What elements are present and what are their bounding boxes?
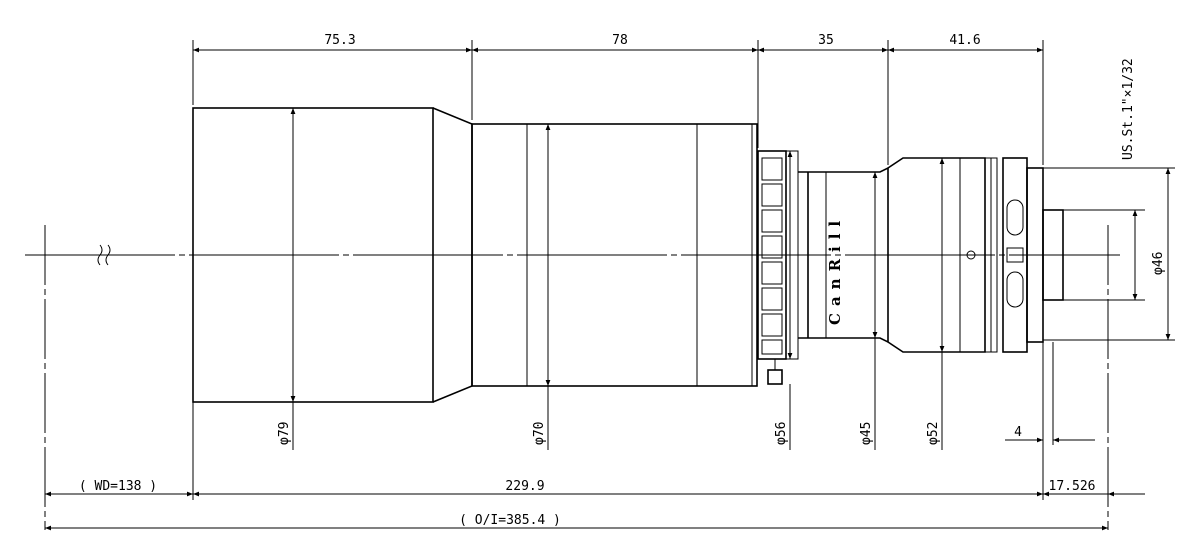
dim-adapter-length: 35 (818, 33, 834, 48)
dim-phi79: φ79 (277, 422, 292, 445)
dim-oi: ( O/I=385.4 ) (459, 513, 561, 528)
dim-back-focus: 17.526 (1049, 479, 1096, 494)
dim-phi70: φ70 (532, 422, 547, 445)
mount-thread (1042, 209, 1064, 301)
dim-wd: ( WD=138 ) (79, 479, 157, 494)
dim-barrel-length: 78 (612, 33, 628, 48)
dim-front-length: 75.3 (324, 33, 355, 48)
mid-barrel (471, 123, 758, 387)
dim-phi56: φ56 (774, 422, 789, 445)
brand-label: CanRill (826, 214, 844, 325)
dim-phi45: φ45 (859, 422, 874, 445)
dim-rear-length: 41.6 (949, 33, 980, 48)
lock-screw (767, 369, 783, 385)
break-symbol (97, 244, 111, 266)
dim-flange: 4 (1014, 425, 1022, 440)
front-barrel (192, 107, 434, 403)
thread-spec: US.St.1"×1/32 (1121, 58, 1136, 160)
dim-total-length: 229.9 (505, 479, 544, 494)
neck-barrel (798, 166, 889, 344)
dim-phi52: φ52 (926, 422, 941, 445)
dim-phi46: φ46 (1151, 252, 1166, 275)
